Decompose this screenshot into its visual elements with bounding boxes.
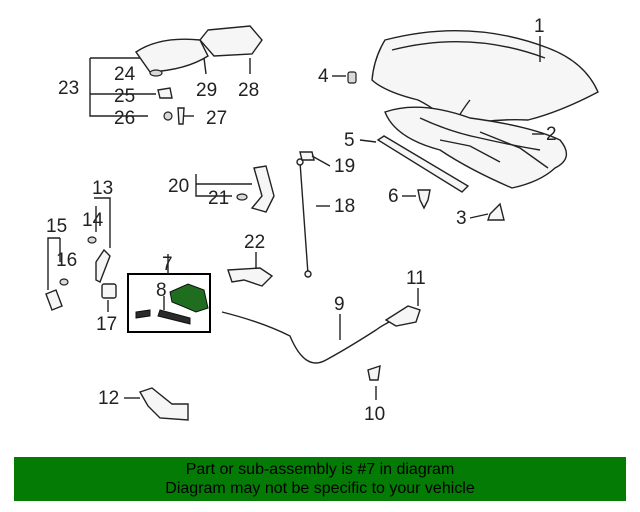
- hood-hinge[interactable]: [250, 165, 275, 213]
- callout-14: 14: [82, 210, 104, 231]
- leader-lines: [47, 36, 544, 400]
- callout-10: 10: [364, 404, 385, 425]
- callout-29: 29: [196, 80, 217, 101]
- callout-labels: 1 2 3 4 5 6 7 8 9 10 11 12 13 14 15 16 1…: [46, 16, 557, 425]
- callout-1: 1: [534, 16, 545, 37]
- hood-seal-strip[interactable]: [376, 135, 470, 193]
- callout-5: 5: [344, 130, 355, 151]
- callout-23: 23: [58, 78, 79, 99]
- cover-29[interactable]: [135, 38, 209, 73]
- part-7-latch[interactable]: [169, 283, 209, 313]
- callout-13: 13: [92, 178, 113, 199]
- info-banner: Part or sub-assembly is #7 in diagram Di…: [14, 457, 626, 501]
- callout-15: 15: [46, 216, 67, 237]
- callout-4: 4: [318, 66, 329, 87]
- bracket-25[interactable]: [157, 87, 173, 99]
- clip-10[interactable]: [367, 364, 381, 381]
- callout-11: 11: [406, 268, 426, 289]
- part-8-bolt[interactable]: [135, 309, 151, 319]
- bracket-17[interactable]: [101, 283, 117, 299]
- bracket-15[interactable]: [45, 289, 63, 311]
- callout-9: 9: [334, 294, 345, 315]
- callout-7: 7: [162, 254, 173, 275]
- release-cable[interactable]: [221, 311, 415, 364]
- cover-28[interactable]: [199, 25, 263, 57]
- callout-28: 28: [238, 80, 259, 101]
- callout-18: 18: [334, 196, 355, 217]
- callout-21: 21: [208, 188, 229, 209]
- callout-22: 22: [244, 232, 265, 253]
- release-handle[interactable]: [384, 305, 421, 327]
- hood-prop-rod[interactable]: [296, 158, 312, 278]
- callout-16: 16: [56, 250, 77, 271]
- clip-6[interactable]: [417, 189, 431, 210]
- prop-rod-clip[interactable]: [299, 151, 315, 161]
- hood-inner-frame[interactable]: [384, 106, 568, 189]
- part-7-bar[interactable]: [157, 309, 191, 325]
- parts-diagram: 1 2 3 4 5 6 7 8 9 10 11 12 13 14 15 16 1…: [45, 16, 599, 425]
- callout-25: 25: [114, 86, 135, 107]
- hinge-bolt[interactable]: [236, 193, 248, 201]
- hood-lock[interactable]: [227, 267, 274, 287]
- hood-panel[interactable]: [371, 30, 599, 129]
- callout-27: 27: [206, 108, 227, 129]
- banner-line-2: Diagram may not be specific to your vehi…: [165, 480, 475, 497]
- callout-8: 8: [156, 280, 167, 301]
- callout-26: 26: [114, 108, 135, 129]
- callout-3: 3: [456, 208, 467, 229]
- callout-20: 20: [168, 176, 189, 197]
- callout-2: 2: [546, 124, 557, 145]
- callout-12: 12: [98, 388, 119, 409]
- lock-rod[interactable]: [95, 248, 111, 283]
- callout-6: 6: [388, 186, 399, 207]
- part-7-box[interactable]: [127, 273, 211, 333]
- hood-bumper[interactable]: [347, 71, 357, 84]
- bracket-12[interactable]: [138, 387, 189, 421]
- callout-17: 17: [96, 314, 117, 335]
- callout-19: 19: [334, 156, 355, 177]
- clip-16[interactable]: [59, 278, 69, 286]
- clip-3[interactable]: [487, 202, 505, 221]
- bolt-26[interactable]: [163, 111, 173, 121]
- rod-clip-14[interactable]: [87, 236, 97, 244]
- callout-24: 24: [114, 64, 136, 85]
- clip-24[interactable]: [149, 69, 163, 77]
- banner-line-1: Part or sub-assembly is #7 in diagram: [185, 461, 455, 478]
- clip-27[interactable]: [177, 107, 185, 125]
